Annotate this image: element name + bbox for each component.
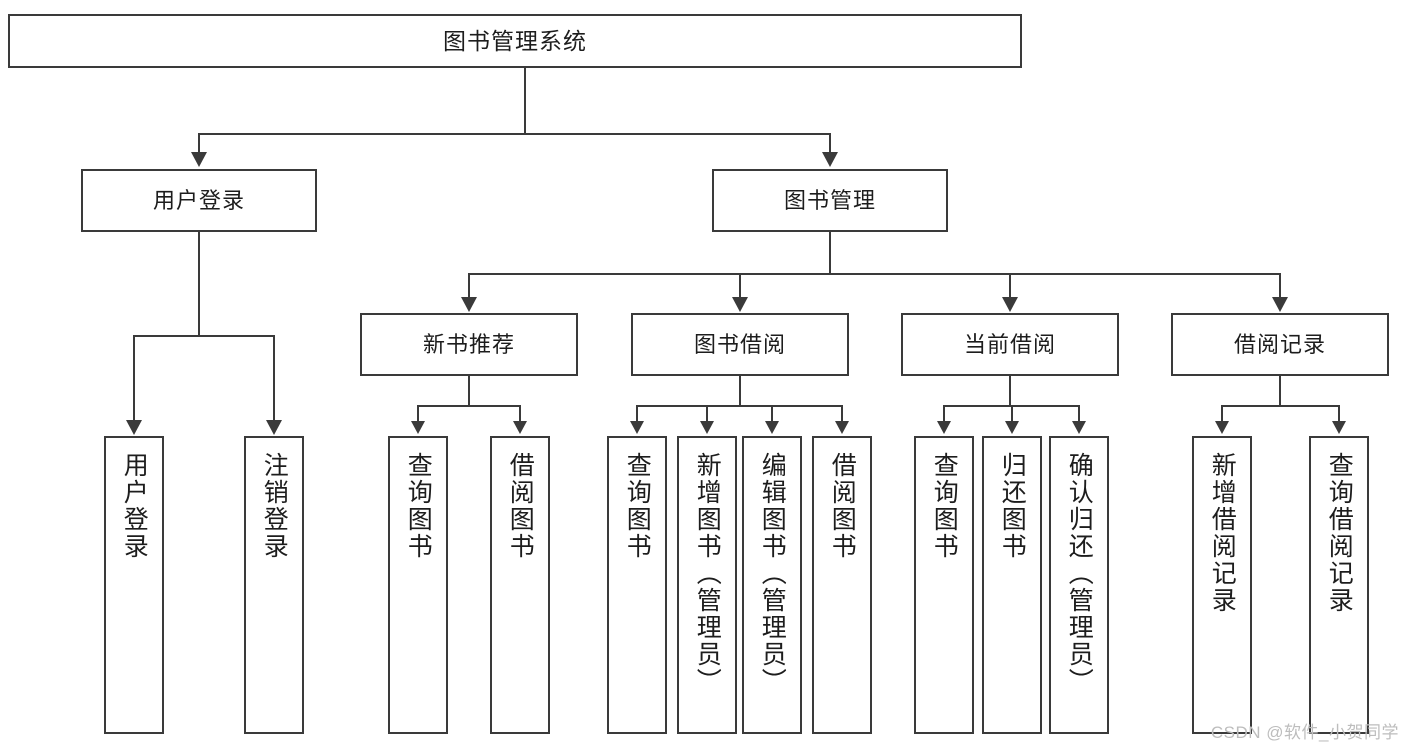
connector-new-book-stem xyxy=(468,376,470,406)
node-book-borrow[interactable]: 图书借阅 xyxy=(631,313,849,376)
node-label: 用户登录 xyxy=(120,452,149,560)
node-label: 查询借阅记录 xyxy=(1325,452,1354,614)
connector-level3-bus xyxy=(468,273,1281,275)
arrowhead-borrow-record xyxy=(1272,297,1288,312)
connector-current-borrow-leaf3 xyxy=(1078,405,1080,421)
arrowhead-leaf-borrow-book-2 xyxy=(835,421,849,434)
node-label: 编辑图书（管理员） xyxy=(758,452,787,695)
connector-current-borrow-stem xyxy=(1009,376,1011,406)
connector-new-book-leaf1 xyxy=(417,405,419,421)
node-label: 注销登录 xyxy=(260,452,289,560)
arrowhead-leaf-query-book-3 xyxy=(937,421,951,434)
node-label: 查询图书 xyxy=(930,452,959,560)
connector-book-borrow-leaf2 xyxy=(706,405,708,421)
leaf-confirm-return-admin[interactable]: 确认归还（管理员） xyxy=(1049,436,1109,734)
leaf-query-book-borrow[interactable]: 查询图书 xyxy=(607,436,667,734)
node-label: 确认归还（管理员） xyxy=(1065,452,1094,695)
connector-user-login-stem xyxy=(198,232,200,336)
connector-to-book-borrow xyxy=(739,273,741,298)
arrowhead-leaf-query-record xyxy=(1332,421,1346,434)
node-label: 当前借阅 xyxy=(963,331,1056,357)
arrowhead-leaf-add-record xyxy=(1215,421,1229,434)
leaf-edit-book-admin[interactable]: 编辑图书（管理员） xyxy=(742,436,802,734)
leaf-query-book-new-recommend[interactable]: 查询图书 xyxy=(388,436,448,734)
node-label: 借阅图书 xyxy=(828,452,857,560)
node-label: 归还图书 xyxy=(998,452,1027,560)
arrowhead-leaf-edit-book xyxy=(765,421,779,434)
node-new-book-recommend[interactable]: 新书推荐 xyxy=(360,313,578,376)
connector-new-book-leaf2 xyxy=(519,405,521,421)
leaf-user-login[interactable]: 用户登录 xyxy=(104,436,164,734)
leaf-add-borrow-record[interactable]: 新增借阅记录 xyxy=(1192,436,1252,734)
node-label: 新书推荐 xyxy=(422,331,515,357)
connector-user-login-leaf1 xyxy=(133,335,135,421)
node-label: 图书管理系统 xyxy=(443,27,587,54)
arrowhead-leaf-user-login xyxy=(126,420,142,435)
connector-root-stem xyxy=(524,68,526,133)
arrowhead-leaf-query-book-1 xyxy=(411,421,425,434)
arrowhead-leaf-return-book xyxy=(1005,421,1019,434)
arrowhead-leaf-borrow-book-1 xyxy=(513,421,527,434)
connector-new-book-bus xyxy=(417,405,520,407)
connector-to-user-login xyxy=(198,133,200,153)
connector-current-borrow-leaf1 xyxy=(943,405,945,421)
leaf-query-book-current[interactable]: 查询图书 xyxy=(914,436,974,734)
leaf-borrow-book-borrow[interactable]: 借阅图书 xyxy=(812,436,872,734)
arrowhead-book-borrow xyxy=(732,297,748,312)
arrowhead-user-login xyxy=(191,152,207,167)
arrowhead-current-borrow xyxy=(1002,297,1018,312)
connector-borrow-record-stem xyxy=(1279,376,1281,406)
node-label: 新增图书（管理员） xyxy=(693,452,722,695)
arrowhead-leaf-add-book xyxy=(700,421,714,434)
node-label: 借阅记录 xyxy=(1233,331,1326,357)
connector-user-login-bus xyxy=(133,335,273,337)
leaf-add-book-admin[interactable]: 新增图书（管理员） xyxy=(677,436,737,734)
leaf-logout-login[interactable]: 注销登录 xyxy=(244,436,304,734)
node-book-management-system[interactable]: 图书管理系统 xyxy=(8,14,1022,68)
connector-to-current-borrow xyxy=(1009,273,1011,298)
node-label: 查询图书 xyxy=(623,452,652,560)
connector-borrow-record-leaf2 xyxy=(1338,405,1340,421)
leaf-borrow-book-new-recommend[interactable]: 借阅图书 xyxy=(490,436,550,734)
node-current-borrow[interactable]: 当前借阅 xyxy=(901,313,1119,376)
connector-book-manage-stem xyxy=(829,232,831,274)
node-label: 查询图书 xyxy=(404,452,433,560)
connector-to-new-book xyxy=(468,273,470,298)
connector-user-login-leaf2 xyxy=(273,335,275,421)
node-label: 用户登录 xyxy=(152,187,245,213)
connector-to-borrow-record xyxy=(1279,273,1281,298)
node-label: 图书管理 xyxy=(783,187,876,213)
connector-current-borrow-leaf2 xyxy=(1011,405,1013,421)
connector-borrow-record-bus xyxy=(1221,405,1339,407)
connector-book-borrow-leaf4 xyxy=(841,405,843,421)
connector-to-book-manage xyxy=(829,133,831,153)
node-user-login[interactable]: 用户登录 xyxy=(81,169,317,232)
arrowhead-book-manage xyxy=(822,152,838,167)
node-label: 图书借阅 xyxy=(693,331,786,357)
node-borrow-record[interactable]: 借阅记录 xyxy=(1171,313,1389,376)
connector-book-borrow-leaf1 xyxy=(636,405,638,421)
node-label: 借阅图书 xyxy=(506,452,535,560)
arrowhead-leaf-confirm-return xyxy=(1072,421,1086,434)
arrowhead-new-book-recommend xyxy=(461,297,477,312)
connector-borrow-record-leaf1 xyxy=(1221,405,1223,421)
leaf-return-book[interactable]: 归还图书 xyxy=(982,436,1042,734)
arrowhead-leaf-query-book-2 xyxy=(630,421,644,434)
node-book-management[interactable]: 图书管理 xyxy=(712,169,948,232)
node-label: 新增借阅记录 xyxy=(1208,452,1237,614)
csdn-watermark: CSDN @软件_小贺同学 xyxy=(1210,723,1399,742)
connector-book-borrow-bus xyxy=(636,405,842,407)
leaf-query-borrow-record[interactable]: 查询借阅记录 xyxy=(1309,436,1369,734)
arrowhead-leaf-logout xyxy=(266,420,282,435)
connector-level2-bus xyxy=(198,133,831,135)
connector-book-borrow-stem xyxy=(739,376,741,406)
connector-book-borrow-leaf3 xyxy=(771,405,773,421)
